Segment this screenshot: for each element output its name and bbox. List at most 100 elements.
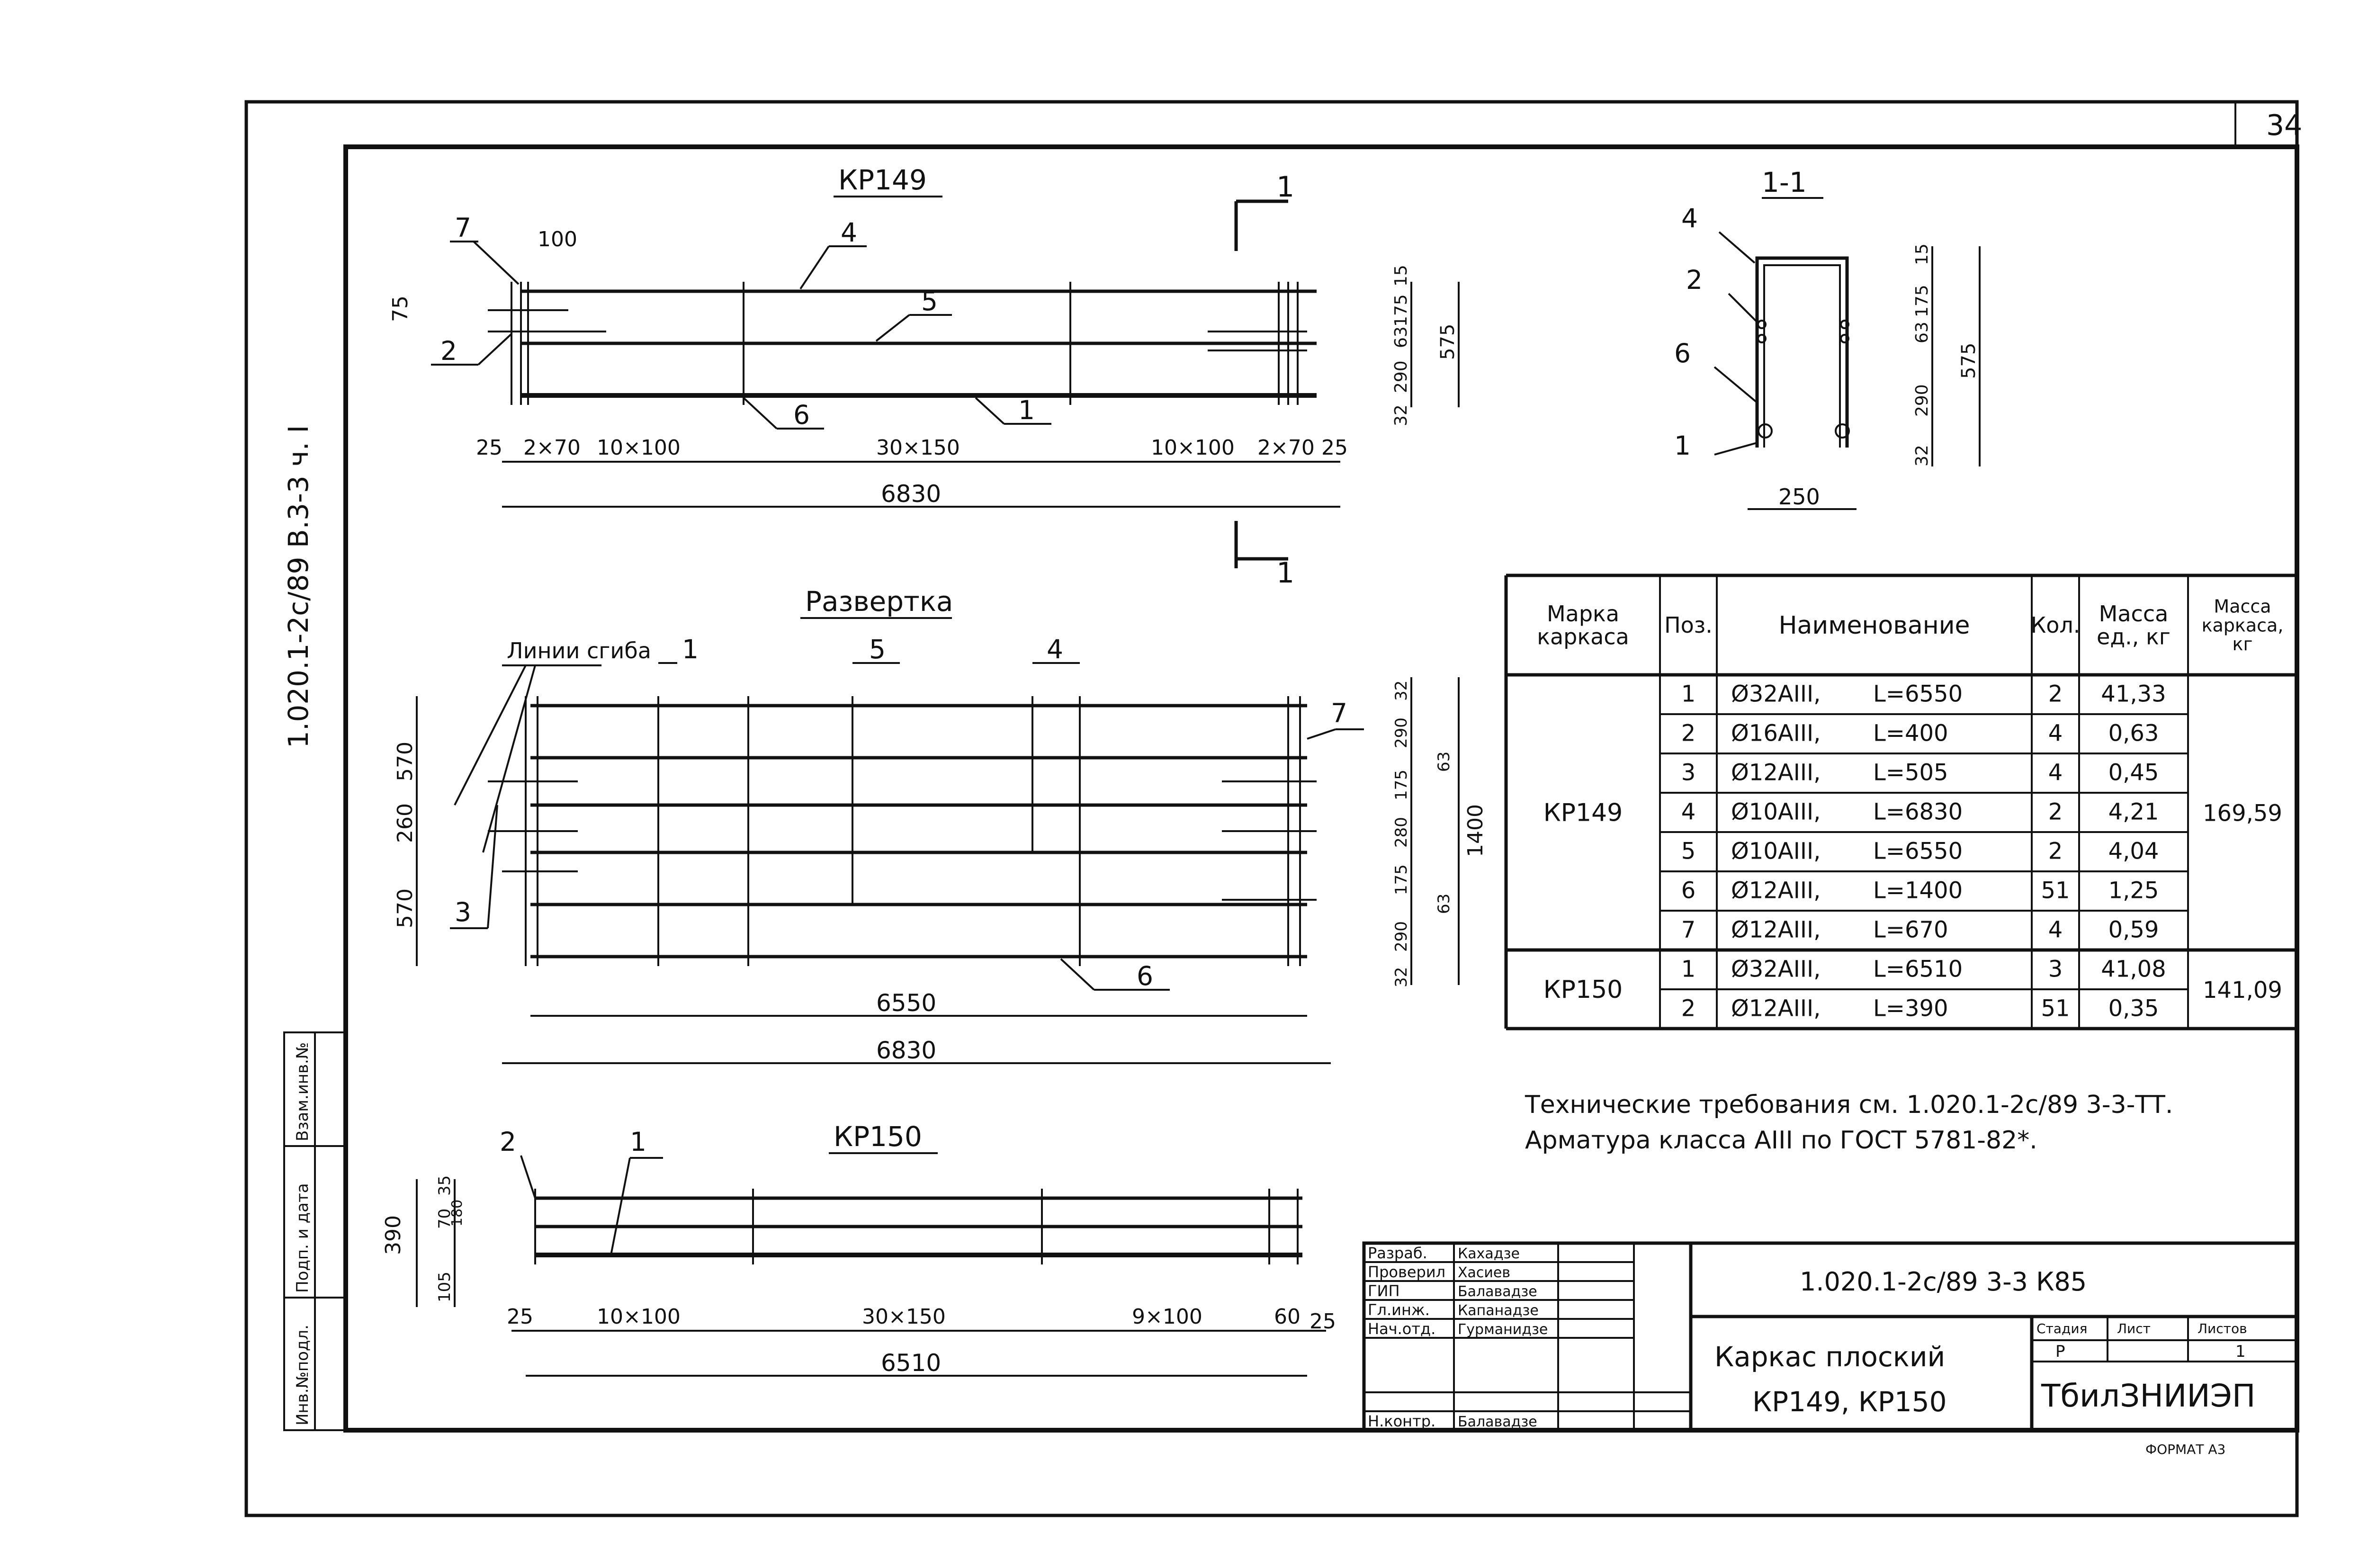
svg-text:175: 175 [1912, 285, 1932, 317]
svg-text:Листов: Листов [2198, 1321, 2247, 1336]
spec-row-pos: 3 [1681, 759, 1696, 786]
svg-text:6830: 6830 [876, 1037, 936, 1064]
svg-text:70: 70 [435, 1209, 454, 1229]
spec-header-5-0: Масса [2214, 596, 2271, 617]
spec-row-name: Ø12АIII, [1731, 877, 1821, 904]
spec-row-pos: 1 [1681, 956, 1696, 982]
spec-row-qty: 2 [2048, 798, 2063, 825]
svg-text:Кахадзе: Кахадзе [1458, 1245, 1520, 1262]
side-stamp: Инв.№подл. Подп. и дата Взам.инв.№ [283, 1031, 347, 1431]
razvertka: Развертка Линии сгиба 1 5 4 [393, 585, 1488, 1064]
spec-row-mass: 0,45 [2108, 759, 2159, 786]
spec-row-len: L=6550 [1873, 681, 1963, 707]
svg-text:4: 4 [1047, 634, 1063, 664]
svg-text:Р: Р [2055, 1342, 2065, 1361]
svg-text:10×100: 10×100 [1151, 436, 1235, 460]
drawing-title-2: КР149, КР150 [1752, 1386, 1947, 1418]
svg-text:570: 570 [393, 742, 417, 781]
stamp-sign-label: Подп. и дата [293, 1183, 312, 1293]
spec-row-mass: 41,33 [2101, 681, 2166, 707]
svg-text:2: 2 [1686, 265, 1703, 295]
svg-text:1: 1 [1276, 556, 1294, 590]
spec-row-name: Ø12АIII, [1731, 995, 1821, 1021]
svg-text:Проверил: Проверил [1368, 1263, 1445, 1281]
spec-row-mass: 41,08 [2101, 956, 2166, 982]
spec-row-pos: 6 [1681, 877, 1696, 904]
svg-text:6550: 6550 [876, 989, 936, 1017]
svg-text:35: 35 [435, 1175, 454, 1196]
svg-text:3: 3 [455, 897, 471, 927]
spec-row-pos: 1 [1681, 681, 1696, 707]
spec-row-qty: 2 [2048, 681, 2063, 707]
svg-text:Н.контр.: Н.контр. [1368, 1412, 1435, 1430]
svg-text:6: 6 [1137, 961, 1153, 991]
svg-text:105: 105 [435, 1272, 454, 1302]
stamp-replace-label: Взам.инв.№ [293, 1042, 312, 1141]
svg-text:1: 1 [1276, 170, 1294, 204]
svg-text:290: 290 [1391, 360, 1411, 393]
spec-row-len: L=670 [1873, 916, 1948, 943]
svg-text:1: 1 [1018, 395, 1035, 425]
spec-row-mass: 4,21 [2108, 798, 2159, 825]
title-block: Разраб. Кахадзе Проверил Хасиев ГИП Бала… [1362, 1241, 2299, 1457]
kr150-elevation: КР150 2 1 35 70 180 390 105 25 10×100 30… [381, 1120, 1336, 1377]
svg-text:2×70: 2×70 [523, 436, 581, 460]
svg-text:30×150: 30×150 [876, 436, 960, 460]
svg-text:1400: 1400 [1463, 804, 1488, 857]
spec-group-total: 169,59 [2203, 800, 2282, 827]
spec-row-name: Ø10АIII, [1731, 838, 1821, 864]
svg-text:1: 1 [630, 1127, 646, 1157]
spec-header-0-0: Марка [1547, 601, 1619, 627]
svg-text:390: 390 [381, 1215, 405, 1255]
svg-text:6510: 6510 [881, 1349, 941, 1377]
spec-row-len: L=6830 [1873, 798, 1963, 825]
svg-text:25: 25 [476, 436, 502, 460]
svg-text:570: 570 [393, 888, 417, 928]
spec-row-name: Ø32АIII, [1731, 956, 1821, 982]
spec-header-4-0: Масса [2099, 601, 2169, 627]
svg-text:Лист: Лист [2117, 1321, 2151, 1336]
svg-text:15: 15 [1912, 243, 1932, 265]
spec-row-len: L=6510 [1873, 956, 1963, 982]
spec-row-len: L=505 [1873, 759, 1948, 786]
svg-text:Нач.отд.: Нач.отд. [1368, 1320, 1435, 1338]
spec-row-mass: 0,59 [2108, 916, 2159, 943]
section-title: 1-1 [1762, 166, 1807, 198]
svg-text:32: 32 [1392, 681, 1411, 701]
svg-text:1: 1 [1674, 430, 1691, 461]
svg-text:ГИП: ГИП [1368, 1282, 1400, 1300]
svg-text:Разраб.: Разраб. [1368, 1244, 1427, 1262]
spec-header-3-0: Кол. [2031, 612, 2081, 638]
svg-text:25: 25 [1310, 1309, 1336, 1334]
spec-group-mark: КР149 [1543, 799, 1623, 827]
svg-text:6: 6 [1674, 338, 1691, 368]
svg-text:250: 250 [1778, 484, 1820, 510]
spec-header-2-0: Наименование [1778, 611, 1970, 640]
svg-text:15: 15 [1391, 265, 1411, 287]
spec-group-total: 141,09 [2203, 977, 2282, 1004]
svg-text:290: 290 [1392, 921, 1411, 952]
spec-group-mark: КР150 [1543, 976, 1623, 1004]
svg-text:290: 290 [1912, 384, 1932, 417]
side-doc-code: 1.020.1-2с/89 В.3-3 ч. I [282, 425, 314, 748]
spec-row-qty: 2 [2048, 838, 2063, 864]
svg-text:60: 60 [1274, 1305, 1301, 1329]
stamp-inv-label: Инв.№подл. [293, 1325, 312, 1425]
svg-text:63: 63 [1391, 326, 1411, 348]
spec-row-name: Ø16АIII, [1731, 720, 1821, 746]
svg-text:10×100: 10×100 [597, 436, 681, 460]
spec-row-qty: 4 [2048, 916, 2063, 943]
spec-row-pos: 2 [1681, 720, 1696, 746]
svg-text:32: 32 [1912, 445, 1932, 466]
spec-header-5-1: каркаса, [2202, 615, 2284, 636]
svg-text:63: 63 [1912, 322, 1932, 343]
svg-text:575: 575 [1958, 343, 1980, 379]
svg-text:32: 32 [1391, 404, 1411, 426]
sheet-number: 34 [2266, 109, 2302, 142]
svg-text:175: 175 [1391, 294, 1411, 327]
svg-text:4: 4 [1681, 203, 1698, 233]
spec-row-pos: 5 [1681, 838, 1696, 864]
svg-text:575: 575 [1437, 324, 1459, 360]
svg-text:Балавадзе: Балавадзе [1458, 1283, 1537, 1300]
svg-text:175: 175 [1392, 770, 1411, 800]
